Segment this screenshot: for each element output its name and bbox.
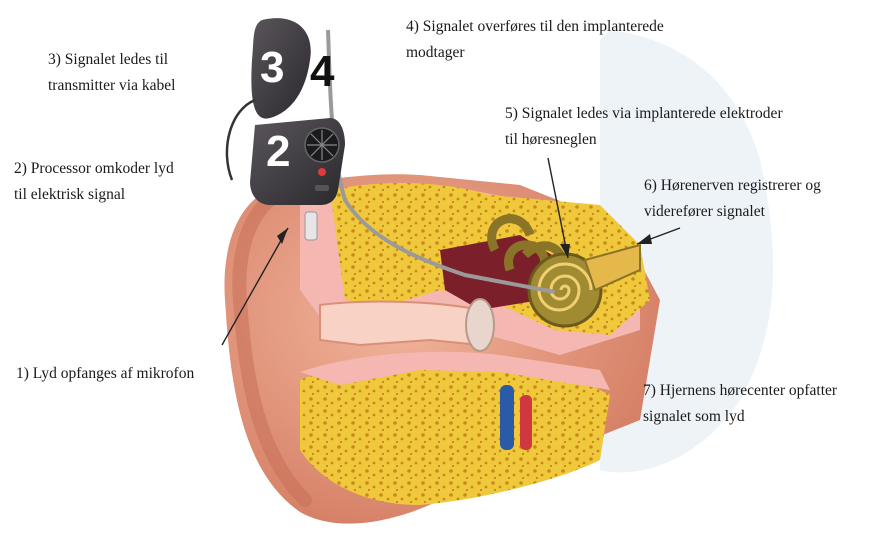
processor-light-icon (318, 168, 326, 176)
label-step2-line2: til elektrisk signal (14, 182, 174, 208)
vein (500, 385, 514, 450)
label-step5-line1: 5) Signalet ledes via implanterede elekt… (505, 101, 783, 127)
label-step3-line1: 3) Signalet ledes til (48, 47, 175, 73)
label-step7: 7) Hjernens hørecenter opfatter signalet… (643, 378, 837, 430)
artery (520, 395, 532, 450)
label-step6-line2: viderefører signalet (644, 199, 821, 225)
processor-button (315, 185, 329, 191)
label-step4-line2: modtager (406, 40, 664, 66)
label-step5-line2: til høresneglen (505, 127, 783, 153)
label-step3: 3) Signalet ledes til transmitter via ka… (48, 47, 175, 99)
label-step4-line1: 4) Signalet overføres til den implantere… (406, 14, 664, 40)
label-step1-line1: 1) Lyd opfanges af mikrofon (16, 361, 194, 387)
label-step7-line1: 7) Hjernens hørecenter opfatter (643, 378, 837, 404)
label-step2: 2) Processor omkoder lyd til elektrisk s… (14, 156, 174, 208)
ear-canal (320, 302, 490, 345)
label-step3-line2: transmitter via kabel (48, 73, 175, 99)
label-step2-line1: 2) Processor omkoder lyd (14, 156, 174, 182)
microphone-icon (305, 212, 317, 240)
device-number-3: 3 (260, 46, 284, 90)
label-step1: 1) Lyd opfanges af mikrofon (16, 361, 194, 387)
label-step5: 5) Signalet ledes via implanterede elekt… (505, 101, 783, 153)
label-step6-line1: 6) Hørenerven registrerer og (644, 173, 821, 199)
eardrum (466, 299, 494, 351)
label-step4: 4) Signalet overføres til den implantere… (406, 14, 664, 66)
dial-grip-icon (307, 130, 337, 160)
device-number-2: 2 (266, 130, 290, 174)
label-step6: 6) Hørenerven registrerer og viderefører… (644, 173, 821, 225)
device-number-4: 4 (310, 50, 334, 94)
label-step7-line2: signalet som lyd (643, 404, 837, 430)
processor-cable (227, 100, 255, 180)
